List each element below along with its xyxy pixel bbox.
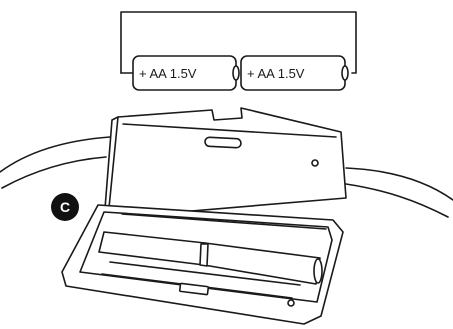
battery-compartment bbox=[61, 107, 347, 325]
step-badge-circle bbox=[51, 193, 79, 221]
lid-rim bbox=[122, 123, 337, 138]
battery-1-label: + AA 1.5V bbox=[139, 66, 197, 81]
step-badge-label: C bbox=[60, 199, 70, 215]
tray-floor-line bbox=[121, 213, 327, 230]
battery-2-label: + AA 1.5V bbox=[247, 66, 305, 81]
step-badge: C bbox=[51, 193, 79, 221]
installed-batteries bbox=[98, 231, 323, 285]
installed-battery-end bbox=[313, 258, 323, 284]
circuit-schematic: + AA 1.5V + AA 1.5V bbox=[120, 11, 357, 91]
installed-battery-terminal bbox=[199, 243, 209, 267]
device-body-curves bbox=[0, 136, 453, 218]
device-curve-outer-right bbox=[345, 167, 453, 201]
circuit-wire bbox=[120, 11, 357, 74]
device-curve-outer-left bbox=[0, 136, 111, 173]
battery-2-terminal bbox=[341, 65, 349, 81]
battery-1-terminal bbox=[232, 65, 240, 81]
tray-latch bbox=[178, 282, 210, 296]
device-curve-inner-left bbox=[1, 156, 107, 189]
device-curve-inner-right bbox=[345, 183, 449, 218]
battery-2: + AA 1.5V bbox=[240, 55, 349, 91]
battery-1: + AA 1.5V bbox=[132, 55, 240, 91]
lid-screw-hole bbox=[311, 159, 319, 167]
lid-latch-slot bbox=[204, 136, 242, 149]
tray-guide-line-1 bbox=[109, 261, 301, 286]
tray-inner-rim bbox=[79, 211, 333, 303]
tray-screw-hole bbox=[287, 299, 295, 307]
